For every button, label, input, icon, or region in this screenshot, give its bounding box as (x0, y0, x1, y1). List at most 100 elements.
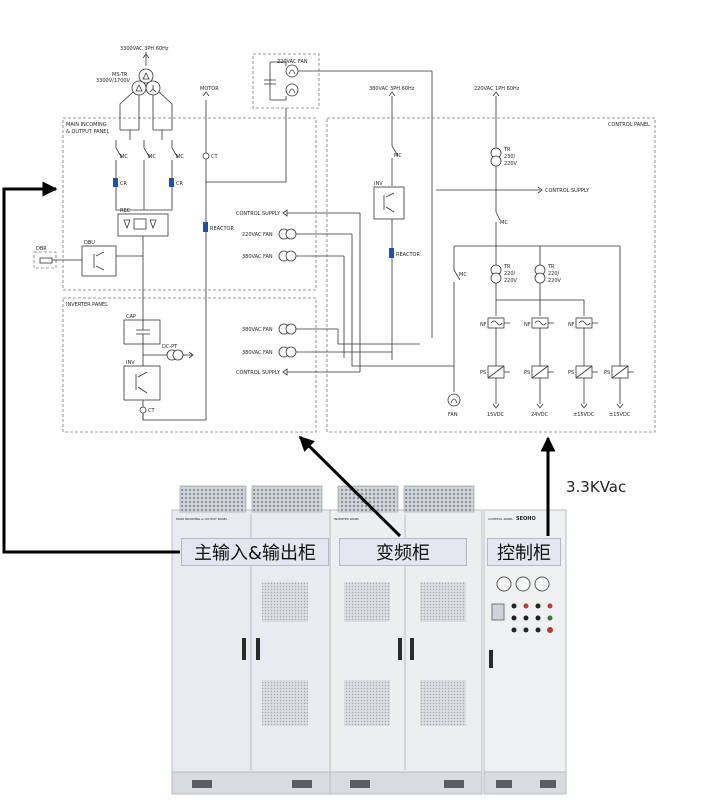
control-cabinet-plate: CONTROL PANEL (488, 517, 513, 521)
fan-220-label: 220VAC FAN (242, 232, 273, 238)
nf-label-3: NF (568, 322, 575, 328)
control-inverter (373, 186, 405, 220)
reactor-control (389, 248, 394, 258)
tr-a-secondary (490, 272, 502, 284)
main-cabinet-grill-1 (262, 582, 308, 622)
tr-ratio-b-2: 220V (548, 278, 562, 284)
ct-inverter (139, 406, 147, 414)
ct-label-motor: CT (211, 154, 218, 160)
ms-tr-ratio-label: 3300V/1700V (96, 78, 131, 84)
supply-380-label: 380VAC 3PH 60Hz (369, 86, 415, 92)
inverter-igbt (123, 365, 161, 401)
main-cabinet-top-vent-1 (179, 485, 247, 513)
fan-top-2 (285, 83, 299, 97)
supply-main-label: 3300VAC 3PH 60Hz (120, 46, 169, 52)
ps-label-1: PS (480, 370, 486, 376)
tr-label-b: TR (547, 264, 555, 270)
inverter-cabinet-grill-4 (420, 680, 466, 726)
inv-label-1: INV (126, 360, 135, 366)
rec-label: REC (120, 208, 131, 214)
cr-1 (113, 178, 118, 187)
inverter-cabinet-grill-3 (344, 680, 390, 726)
fan-220-top-label: 220VAC FAN (277, 59, 308, 65)
motor-label: MOTOR (200, 86, 219, 92)
control-panel-border (326, 117, 656, 433)
fan-label-control: FAN (448, 412, 458, 418)
control-cabinet-handle (489, 650, 493, 668)
dbu-igbt (81, 245, 117, 277)
tr-label-a: TR (503, 264, 511, 270)
main-cabinet-handle-2 (256, 638, 260, 660)
nf-label-1: NF (480, 322, 487, 328)
main-cabinet-top-vent-2 (251, 485, 323, 513)
fan-380-label: 380VAC FAN (242, 254, 273, 260)
control-supply-label-2: CONTROL SUPPLY (236, 370, 281, 376)
ms-tr-primary-coil (138, 68, 154, 84)
cr-label-1: CR (120, 181, 127, 187)
meter-3 (534, 576, 550, 592)
keypad (491, 603, 505, 621)
inverter-cabinet-handle-2 (410, 638, 414, 660)
dbr-label: DBR (36, 246, 47, 252)
inverter-cabinet-grill-1 (344, 582, 390, 622)
control-supply-label-1: CONTROL SUPPLY (236, 211, 281, 217)
voltage-annotation: 3.3KVac (566, 478, 626, 496)
ms-tr-secondary-coil-1 (131, 80, 147, 96)
main-incoming-panel-border (62, 117, 317, 291)
inverter-cabinet-plate: INVERTER PANEL (334, 517, 360, 521)
arrow-main-cabinet (2, 181, 180, 554)
main-cabinet-label: 主输入&输出柜 (181, 538, 329, 566)
control-cabinet-base (483, 771, 567, 795)
capacitor-box (123, 319, 161, 345)
reactor-label-control: REACTOR (396, 252, 420, 258)
mc-label-control: MC (500, 220, 508, 226)
inverter-cabinet-base (329, 771, 483, 795)
cr-label-2: CR (176, 181, 183, 187)
mc-label-1: MC (120, 154, 128, 160)
inverter-cabinet-top-vent-1 (337, 485, 399, 513)
mc-contactors-main: MC MC MC CR CR (113, 140, 184, 211)
control-panel-title: CONTROL PANEL (608, 122, 650, 128)
annotation-arrows (2, 181, 556, 554)
cabinet-photo: MAIN INCOMING & OUTPUT PANEL INVERTER PA… (171, 485, 567, 795)
fan-control (447, 393, 461, 407)
output-24vdc: 24VDC (531, 412, 549, 418)
control-supply-label-3: CONTROL SUPPLY (545, 188, 590, 194)
ct-label-inverter: CT (148, 408, 155, 414)
main-cabinet-grill-2 (262, 680, 308, 726)
inverter-cabinet-top-vent-2 (403, 485, 475, 513)
inverter-cabinet-handle-1 (398, 638, 402, 660)
tr-ratio-b-1: 220/ (548, 271, 560, 277)
dbr-resistor (39, 257, 53, 264)
main-cabinet-plate: MAIN INCOMING & OUTPUT PANEL (176, 517, 228, 521)
dc-pt-label: DC-PT (162, 344, 178, 350)
mc-label-3: MC (176, 154, 184, 160)
cap-label: CAP (126, 314, 136, 320)
reactor-label-motor: REACTOR (210, 226, 234, 232)
mc-label-380: MC (394, 153, 402, 159)
output-15vdc: 15VDC (487, 412, 505, 418)
ps-label-4: PS (604, 370, 610, 376)
main-incoming-title: MAIN INCOMING (66, 122, 107, 128)
control-cabinet-brand: SEOHO (516, 516, 536, 522)
tr-b-secondary (534, 272, 546, 284)
cr-2 (169, 178, 174, 187)
dbu-label: DBU (84, 240, 95, 246)
arrow-inverter-cabinet (298, 435, 402, 538)
main-cabinet-handle-1 (242, 638, 246, 660)
inverter-cabinet-grill-2 (420, 582, 466, 622)
schematic: MAIN INCOMING & OUTPUT PANEL CONTROL PAN… (33, 46, 656, 433)
control-cabinet-label: 控制柜 (487, 538, 561, 566)
tr-ratio-a-2: 220V (504, 278, 518, 284)
ps-label-2: PS (524, 370, 530, 376)
output-pm15vdc-1: ±15VDC (573, 412, 595, 418)
fan-380-label-3: 380VAC FAN (242, 350, 273, 356)
ms-tr-label: MS-TR (112, 72, 128, 78)
main-incoming-title-2: & OUTPUT PANEL (66, 129, 109, 135)
output-pm15vdc-2: ±15VDC (609, 412, 631, 418)
inverter-panel-border (62, 297, 317, 433)
ct-motor (202, 152, 210, 160)
inv-label-2: INV (374, 181, 383, 187)
control-buttons (511, 603, 553, 633)
